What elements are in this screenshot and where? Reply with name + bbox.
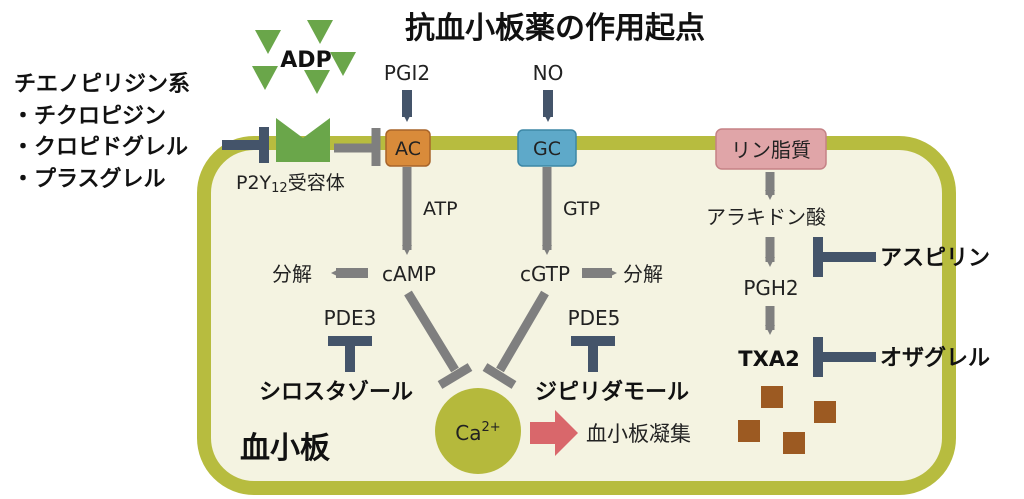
phospholipid-label: リン脂質	[731, 138, 811, 162]
adp-triangle	[330, 52, 356, 76]
drug-prasugrel: ・プラスグレル	[12, 166, 166, 192]
calcium-circle	[435, 388, 521, 474]
no-label: NO	[533, 61, 564, 85]
pde3-label: PDE3	[324, 306, 377, 330]
ozagrel-label: オザグレル	[880, 345, 990, 371]
granule	[783, 432, 805, 454]
camp-label: cAMP	[382, 262, 436, 286]
aspirin-label: アスピリン	[880, 246, 990, 271]
pgh2-label: PGH2	[743, 276, 798, 300]
p2y12-receptor-shape	[276, 118, 330, 162]
adp-triangle	[252, 66, 278, 90]
granule	[814, 401, 836, 423]
txa2-label: TXA2	[738, 347, 799, 371]
pde5-label: PDE5	[568, 306, 621, 330]
drug-ticlopidine: ・チクロピジン	[12, 104, 166, 129]
granules	[738, 386, 836, 454]
thienopyridine-heading: チエノピリジン系	[14, 72, 190, 97]
aggregation-arrow	[530, 410, 578, 456]
ac-label: AC	[395, 138, 421, 160]
cilostazol-inhibitor	[328, 336, 372, 372]
atp-label: ATP	[423, 198, 458, 220]
gc-label: GC	[533, 138, 561, 160]
decomp-left-label: 分解	[272, 262, 312, 286]
decomp-right-label: 分解	[623, 262, 663, 286]
aspirin-inhibitor	[813, 237, 876, 277]
adp-molecules	[252, 20, 356, 94]
arachidonic-label: アラキドン酸	[706, 205, 826, 229]
cgtp-inhibits-ca	[482, 290, 549, 389]
p2y12-inhibits-ac	[334, 128, 381, 166]
granule	[738, 420, 760, 442]
p2y12-label: P2Y12受容体	[236, 172, 345, 196]
pgi2-label: PGI2	[384, 61, 430, 85]
platelet-label: 血小板	[240, 431, 330, 466]
gtp-label: GTP	[563, 198, 600, 220]
adp-label: ADP	[280, 48, 331, 73]
adp-triangle	[307, 20, 333, 44]
drug-clopidogrel: ・クロピドグレル	[12, 134, 188, 160]
ozagrel-inhibitor	[813, 337, 876, 377]
dipyridamole-inhibitor	[571, 336, 615, 372]
camp-inhibits-ca	[404, 290, 473, 389]
cgtp-label: cGTP	[520, 262, 570, 286]
dipyridamole-label: ジピリダモール	[535, 379, 689, 405]
diagram-title: 抗血小板薬の作用起点	[405, 11, 705, 46]
ac-box	[385, 129, 431, 167]
calcium-label: Ca2+	[455, 420, 500, 445]
granule	[761, 386, 783, 408]
gc-box	[517, 129, 577, 167]
thienopyridine-inhibitor	[222, 127, 269, 163]
cilostazol-label: シロスタゾール	[259, 379, 413, 405]
phospholipid-box	[715, 128, 827, 170]
adp-triangle	[255, 30, 281, 54]
adp-triangle	[304, 70, 330, 94]
aggregation-label: 血小板凝集	[586, 422, 691, 446]
